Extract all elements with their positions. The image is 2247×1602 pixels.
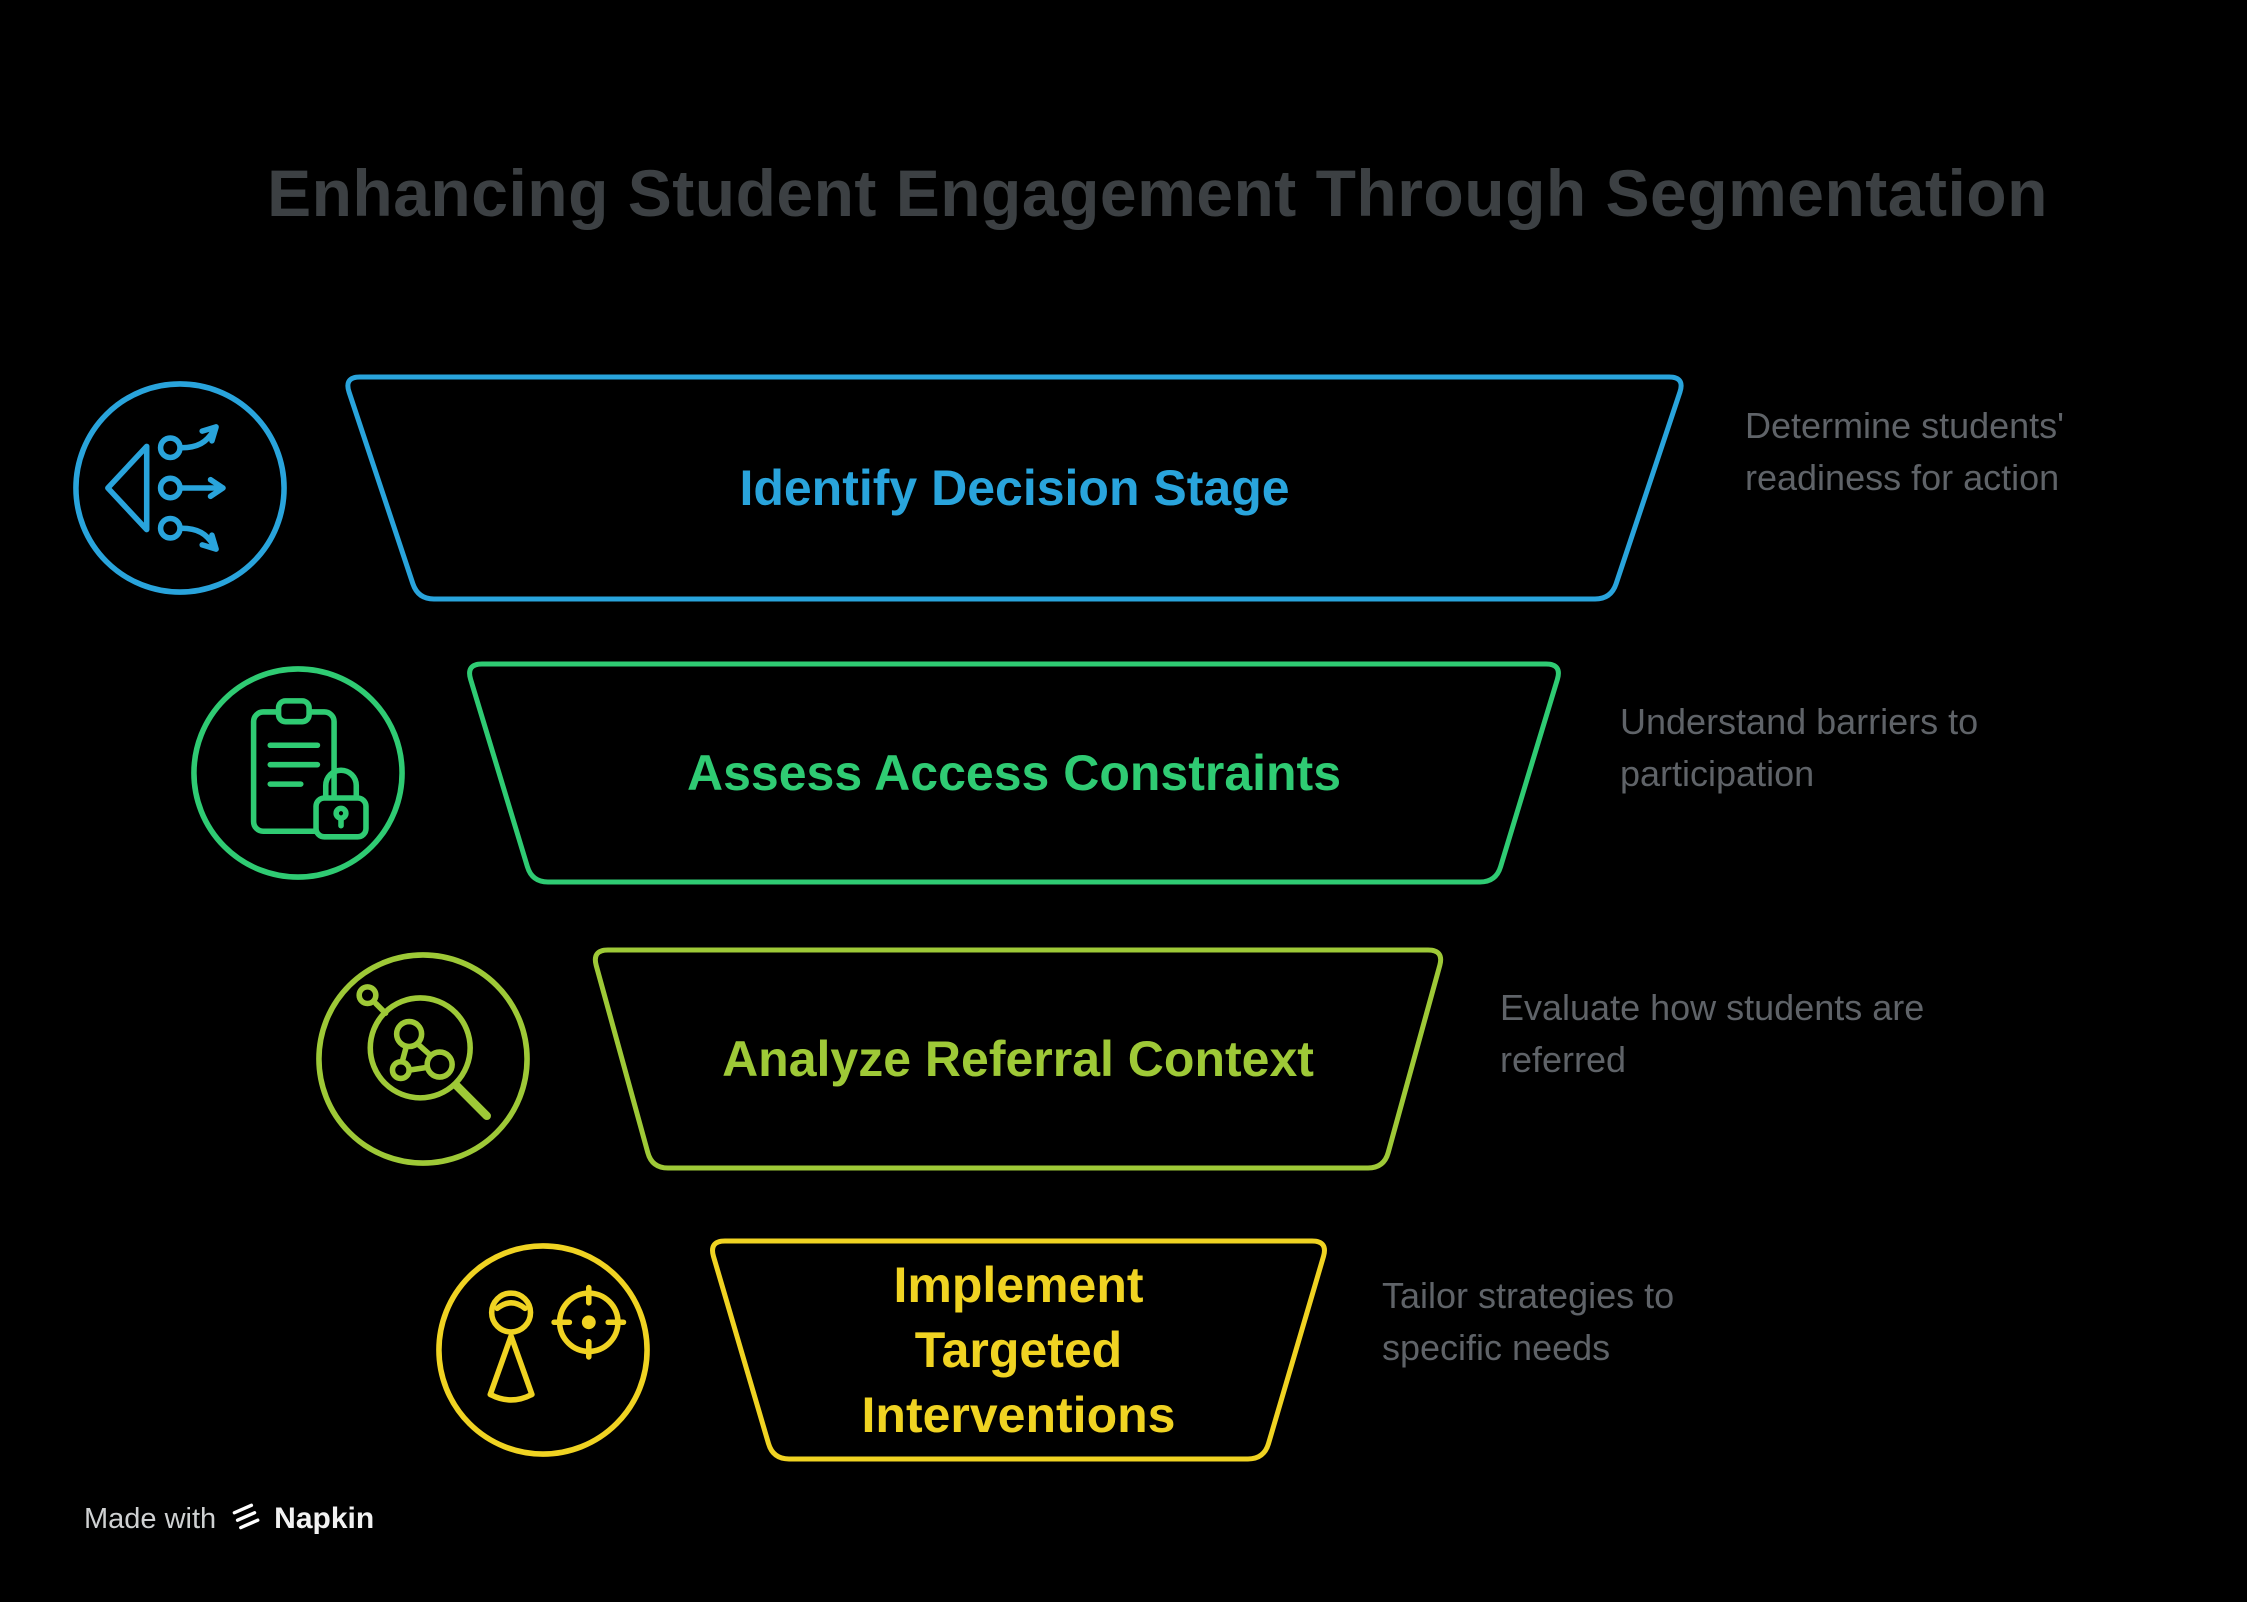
network-magnifier-icon-svg <box>316 952 530 1166</box>
funnel-stage-2: Assess Access Constraints <box>466 661 1562 885</box>
stage-label-2: Assess Access Constraints <box>686 744 1342 801</box>
stage-label-3: Analyze Referral Context <box>722 1030 1314 1087</box>
funnel-shape-1 <box>345 374 1684 602</box>
funnel-shape-4 <box>710 1238 1327 1462</box>
diagram-title: Enhancing Student Engagement Through Seg… <box>267 156 2048 230</box>
clipboard-lock-icon-svg <box>191 666 405 880</box>
made-with-label: Made with <box>84 1502 217 1535</box>
napkin-logo-svg <box>232 1503 260 1529</box>
stage-description-3: Evaluate how students are referred <box>1500 987 1925 1081</box>
stage-label-4-text: Implement Targeted Interventions <box>861 1256 1176 1443</box>
decision-flow-icon-svg <box>73 381 287 595</box>
decision-flow-icon <box>69 377 291 599</box>
clipboard-lock-icon <box>187 662 409 884</box>
stage-description-2: Understand barriers to participation <box>1620 701 1979 795</box>
funnel-stage-1: Identify Decision Stage <box>344 374 1685 602</box>
person-target-icon-svg <box>436 1243 650 1457</box>
made-with-napkin-credit: Made with Napkin <box>84 1498 374 1540</box>
napkin-brand-label: Napkin <box>274 1502 375 1535</box>
funnel-shape-3 <box>592 947 1444 1171</box>
stage-label-4: Implement Targeted Interventions <box>709 1241 1328 1459</box>
person-target-icon <box>432 1239 654 1461</box>
stage-label-1: Identify Decision Stage <box>739 459 1290 516</box>
funnel-stage-3: Analyze Referral Context <box>592 947 1444 1171</box>
stage-description-4: Tailor strategies to specific needs <box>1382 1275 1675 1369</box>
network-magnifier-icon <box>312 948 534 1170</box>
funnel-stage-4: Implement Targeted Interventions <box>709 1238 1328 1462</box>
napkin-logo-icon <box>228 1500 262 1539</box>
stage-description-1: Determine students' readiness for action <box>1745 405 2065 499</box>
funnel-shape-2 <box>467 661 1561 885</box>
